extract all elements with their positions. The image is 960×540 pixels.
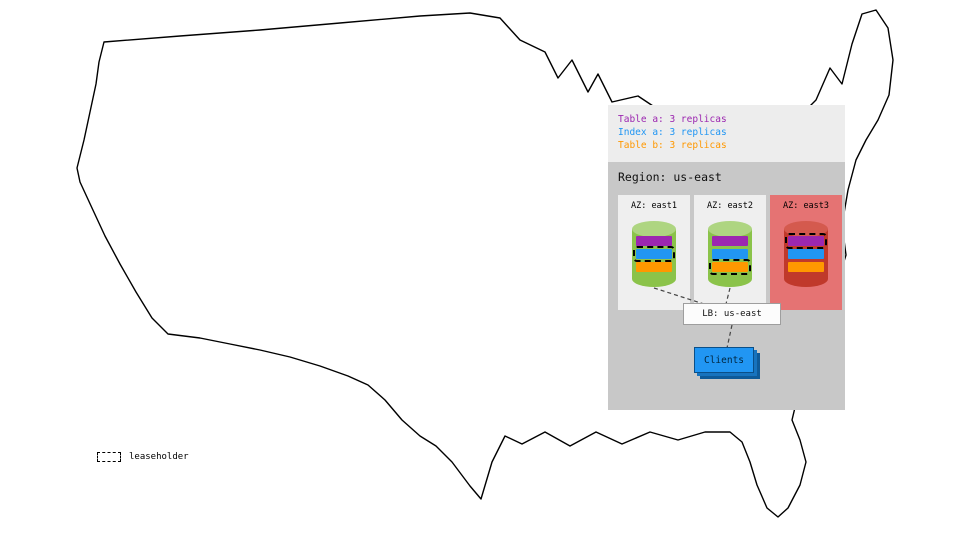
replica-bar-table-a-leaseholder [785, 233, 827, 249]
az-east1-box: AZ: east1 [618, 195, 690, 310]
leaseholder-swatch-icon [97, 452, 121, 462]
load-balancer-box: LB: us-east [683, 303, 781, 325]
az-east2-box: AZ: east2 [694, 195, 766, 310]
replica-bar-index-a [712, 249, 748, 259]
leaseholder-legend-label: leaseholder [129, 452, 189, 462]
tables-summary-panel: Table a: 3 replicas Index a: 3 replicas … [608, 105, 845, 162]
table-b-replicas-label: Table b: 3 replicas [618, 140, 727, 151]
replica-bar-index-a-leaseholder [633, 246, 675, 262]
az-east3-label: AZ: east3 [782, 201, 830, 211]
replica-bar-table-b-leaseholder [709, 259, 751, 275]
replica-bar-table-b [636, 262, 672, 272]
az-east1-label: AZ: east1 [630, 201, 678, 211]
az-east3-box: AZ: east3 [770, 195, 842, 310]
replica-bar-table-a [712, 236, 748, 246]
replica-bar-table-a [636, 236, 672, 246]
region-box: Region: us-east AZ: east1 AZ: east2 [608, 162, 845, 410]
replica-bar-table-b [788, 262, 824, 272]
leaseholder-legend: leaseholder [97, 452, 189, 462]
az-east2-label: AZ: east2 [706, 201, 754, 211]
clients-label: Clients [703, 354, 745, 366]
clients-box: Clients [694, 347, 754, 373]
table-a-replicas-label: Table a: 3 replicas [618, 114, 727, 125]
region-title: Region: us-east [618, 170, 722, 184]
index-a-replicas-label: Index a: 3 replicas [618, 127, 727, 138]
replica-bar-index-a [788, 249, 824, 259]
load-balancer-label: LB: us-east [702, 309, 762, 319]
